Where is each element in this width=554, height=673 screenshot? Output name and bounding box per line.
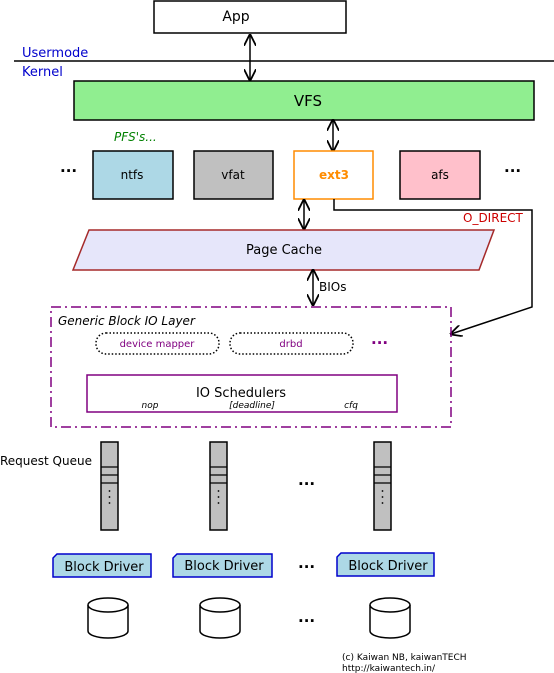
- request-queue-3: [373, 441, 392, 531]
- request-queue-label: Request Queue: [0, 454, 92, 468]
- page-cache-label: Page Cache: [246, 243, 322, 258]
- queue-ellipsis: ...: [298, 471, 315, 489]
- vfs-box: VFS: [73, 80, 535, 121]
- request-queue-2: [209, 441, 228, 531]
- drbd-pill: drbd: [229, 332, 354, 355]
- scheduler-deadline: [deadline]: [229, 401, 275, 411]
- vfat-label: vfat: [221, 168, 245, 182]
- block-driver-2: Block Driver: [172, 553, 273, 578]
- app-box: App: [153, 0, 347, 34]
- usermode-label: Usermode: [22, 46, 88, 61]
- vfat-box: vfat: [193, 150, 274, 200]
- o-direct-label: O_DIRECT: [463, 211, 524, 225]
- copyright-line-2: http://kaiwantech.in/: [342, 664, 436, 673]
- io-schedulers-box: IO Schedulers nop [deadline] cfq: [86, 374, 398, 413]
- device-mapper-label: device mapper: [120, 339, 196, 350]
- io-schedulers-label: IO Schedulers: [196, 386, 286, 401]
- ntfs-label: ntfs: [121, 168, 144, 182]
- block-driver-3: Block Driver: [336, 552, 435, 577]
- block-driver-label-3: Block Driver: [348, 559, 428, 574]
- block-driver-label-2: Block Driver: [184, 559, 264, 574]
- ext3-box: ext3: [293, 150, 374, 200]
- disk-icon-3: [369, 597, 411, 639]
- bios-label: BIOs: [319, 280, 346, 294]
- ntfs-box: ntfs: [92, 150, 174, 200]
- disk-icon-1: [87, 597, 129, 639]
- fs-ellipsis-left: ...: [60, 158, 77, 176]
- copyright-line-1: (c) Kaiwan NB, kaiwanTECH: [342, 653, 467, 663]
- block-driver-label-1: Block Driver: [64, 560, 144, 575]
- scheduler-nop: nop: [142, 401, 159, 411]
- block-layer-ellipsis: ...: [371, 330, 388, 348]
- app-label: App: [222, 9, 249, 25]
- disk-ellipsis: ...: [298, 608, 315, 626]
- drbd-label: drbd: [279, 339, 302, 350]
- block-driver-1: Block Driver: [52, 553, 152, 578]
- pfs-label: PFS's...: [114, 130, 157, 144]
- afs-label: afs: [431, 168, 449, 182]
- device-mapper-pill: device mapper: [95, 332, 220, 355]
- scheduler-cfq: cfq: [344, 401, 358, 411]
- disk-icon-2: [199, 597, 241, 639]
- fs-ellipsis-right: ...: [504, 158, 521, 176]
- driver-ellipsis: ...: [298, 554, 315, 572]
- afs-box: afs: [399, 150, 481, 200]
- page-cache-box: Page Cache: [71, 229, 496, 271]
- o-direct-arrow: [333, 199, 533, 334]
- request-queue-1: [100, 441, 119, 531]
- vfs-label: VFS: [294, 92, 322, 110]
- generic-block-layer-label: Generic Block IO Layer: [58, 314, 196, 328]
- ext3-label: ext3: [319, 168, 349, 182]
- kernel-label: Kernel: [22, 65, 63, 80]
- generic-block-layer: Generic Block IO Layer device mapper drb…: [50, 306, 452, 428]
